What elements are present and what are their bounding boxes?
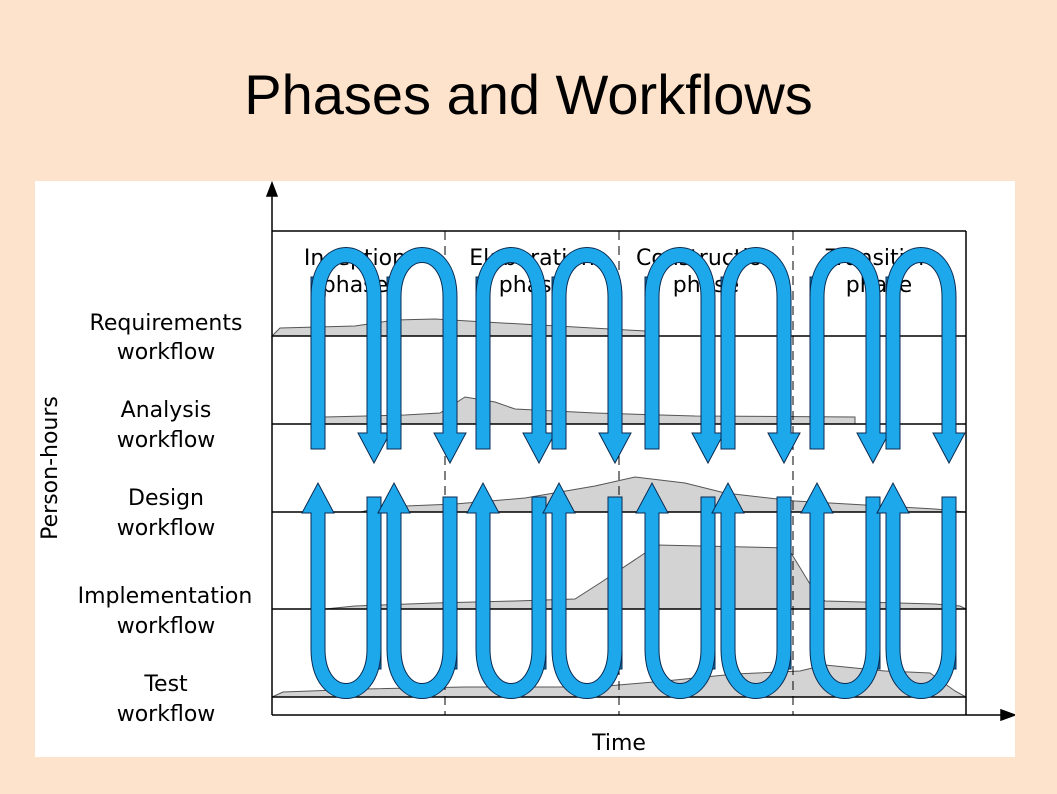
- iteration-loop-top-arch: [885, 247, 966, 465]
- workflow-labels: Requirements workflow Analysis workflow …: [78, 311, 253, 727]
- iteration-loop: [542, 247, 632, 699]
- iteration-loop-bottom-arch: [876, 481, 957, 699]
- iteration-loop-bottom-arch: [377, 481, 458, 699]
- x-axis-arrowhead: [1000, 708, 1015, 722]
- workflow-label-implementation: Implementation: [78, 584, 253, 609]
- workflow-label-requirements: Requirements: [90, 311, 243, 336]
- iteration-loop: [377, 247, 467, 699]
- iteration-loop: [466, 247, 556, 699]
- iteration-loop-bottom-arch: [542, 481, 623, 699]
- x-axis-label: Time: [591, 731, 646, 756]
- iteration-loop: [876, 247, 966, 699]
- phases-workflows-diagram: Inception phase Elaboration phase Constr…: [35, 181, 1015, 757]
- iteration-loop-top-arch: [720, 247, 801, 465]
- axes: [265, 181, 1015, 722]
- iteration-loop-bottom-arch: [466, 481, 547, 699]
- iteration-loop-top-arch: [386, 247, 467, 465]
- iteration-loop: [800, 247, 890, 699]
- workflow-label-test: Test: [143, 672, 188, 697]
- slide-title: Phases and Workflows: [244, 63, 813, 126]
- workflow-label-test-2: workflow: [117, 702, 216, 727]
- iteration-loop-bottom-arch: [711, 481, 792, 699]
- iteration-loop-bottom-arch: [800, 481, 881, 699]
- iteration-loop-bottom-arch: [635, 481, 716, 699]
- iteration-loops: [301, 247, 966, 699]
- workflow-label-implementation-2: workflow: [117, 614, 216, 639]
- iteration-loop: [711, 247, 801, 699]
- effort-curve-requirements: [270, 318, 646, 337]
- iteration-loop-top-arch: [551, 247, 632, 465]
- iteration-loop: [635, 247, 725, 699]
- y-axis-arrowhead: [265, 181, 279, 197]
- workflow-label-analysis: Analysis: [121, 398, 212, 423]
- workflow-label-requirements-2: workflow: [117, 340, 216, 365]
- iteration-loop: [301, 247, 391, 699]
- workflow-label-analysis-2: workflow: [117, 428, 216, 453]
- iteration-loop-bottom-arch: [301, 481, 382, 699]
- workflow-label-design: Design: [128, 486, 204, 511]
- workflow-label-design-2: workflow: [117, 516, 216, 541]
- y-axis-label: Person-hours: [38, 396, 63, 540]
